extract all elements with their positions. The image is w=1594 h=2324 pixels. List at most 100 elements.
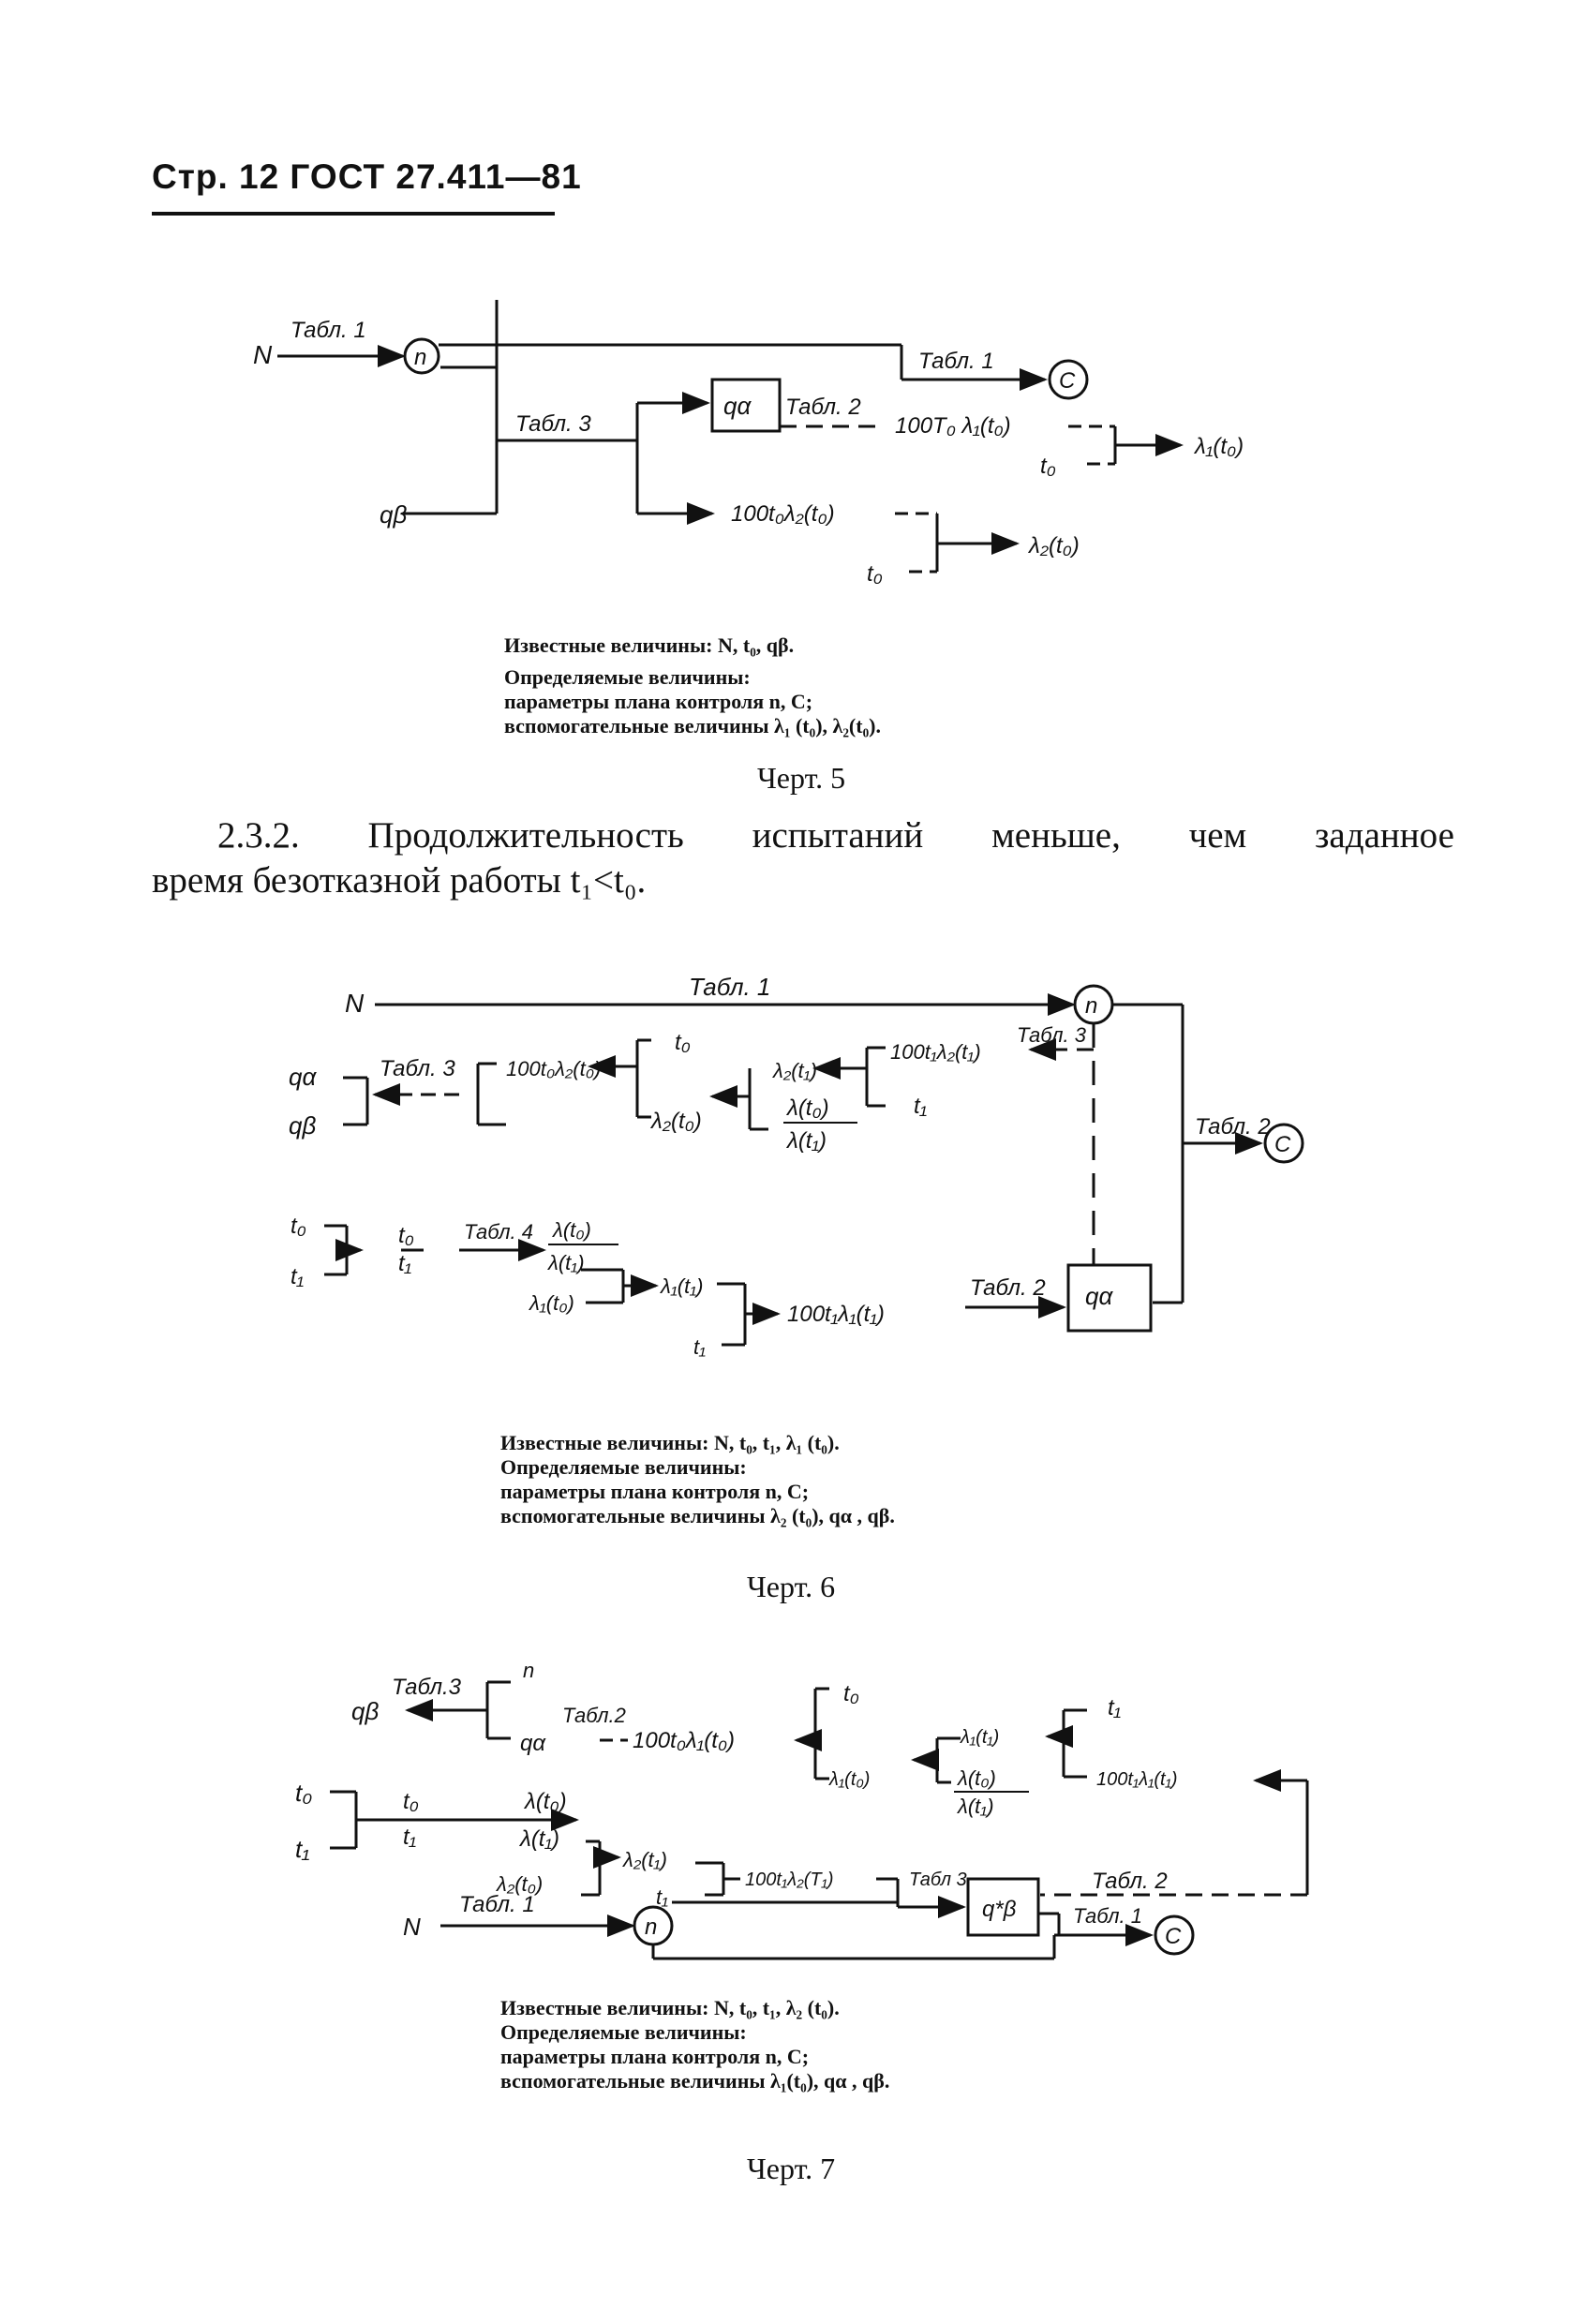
fig6-t0-b: t₀ (290, 1214, 306, 1239)
fig6-n: n (1085, 993, 1097, 1019)
fig6-r-den: λ(t₁) (547, 1251, 585, 1274)
fig5-tabl1-in: Табл. 1 (290, 318, 366, 343)
fig7-N: N (403, 1913, 421, 1941)
fig6-N: N (345, 989, 365, 1018)
fig7-t1-left: t₁ (295, 1835, 309, 1863)
fig7-params: параметры плана контроля n, C; (500, 2045, 810, 2068)
fig6-r-num: λ(t₀) (552, 1218, 591, 1242)
fig6-caption: Черт. 6 (747, 1570, 836, 1603)
fig7-determined: Определяемые величины: (500, 2020, 747, 2044)
fig7-tabl1-a: Табл. 1 (459, 1892, 535, 1917)
fig6-q-beta: qβ (289, 1111, 316, 1140)
para-word-4: меньше, (991, 815, 1121, 856)
fig5-t0-b: t₀ (867, 561, 883, 587)
fig7-tabl2-a: Табл.2 (562, 1704, 626, 1727)
fig7-t1-frac: t₁ (403, 1825, 416, 1850)
fig7-C: C (1165, 1924, 1182, 1949)
fig5-t0-a: t₀ (1040, 454, 1056, 479)
fig6-tabl1: Табл. 1 (689, 973, 770, 1001)
fig6-lambda2-t0: λ₂(t₀) (649, 1109, 702, 1134)
fig5-params: параметры плана контроля n, C; (504, 690, 813, 713)
fig5-res-lambda1: λ₁(t₀) (1193, 434, 1244, 459)
fig7-t0-top: t₀ (843, 1681, 859, 1706)
fig6-C: C (1274, 1132, 1291, 1157)
fig5-aux: вспомогательные величины λ₁ (t₀), λ₂(t₀)… (504, 714, 882, 737)
fig6-ratio-num: λ(t₀) (785, 1095, 829, 1121)
fig7-lambda1-t0: λ₁(t₀) (828, 1769, 870, 1790)
figure-6-diagram: N Табл. 1 n Табл. 3 100t₁λ₂(t₁) t₁ λ₂(t₁… (289, 973, 1304, 1359)
fig7-r-den: λ(t₁) (957, 1795, 994, 1818)
figure-5-diagram: N Табл. 1 n Табл. 1 C Табл. 3 qβ qα Табл… (253, 300, 1244, 587)
fig5-q-alpha: qα (723, 392, 752, 420)
fig7-ratio-den: λ(t₁) (518, 1826, 559, 1852)
fig7-q-beta: qβ (351, 1697, 379, 1725)
fig7-t1-top: t₁ (1108, 1695, 1121, 1721)
fig7-expr-100t1-l2: 100t₁λ₂(T₁) (745, 1870, 834, 1890)
fig7-n-top: n (523, 1659, 534, 1682)
fig6-tabl2-right: Табл. 2 (1195, 1114, 1271, 1140)
fig7-r-num: λ(t₀) (957, 1766, 996, 1790)
fig7-tabl3-b: Табл 3 (909, 1870, 967, 1890)
fig5-expr-lambda2: 100t₀λ₂(t₀) (731, 501, 835, 527)
fig5-notes: Известные величины: N, t₀, qβ. Определяе… (504, 633, 881, 738)
fig6-t1-b: t₁ (290, 1264, 304, 1289)
fig6-q-alpha-box: qα (1085, 1282, 1113, 1310)
fig5-C: C (1059, 368, 1076, 394)
fig5-res-lambda2: λ₂(t₀) (1027, 533, 1080, 559)
fig7-q-star: q*β (982, 1897, 1017, 1922)
fig6-t0-a: t₀ (675, 1030, 691, 1055)
fig6-q-alpha: qα (289, 1063, 317, 1091)
fig5-known: Известные величины: N, t₀, qβ. (504, 633, 795, 657)
fig7-tabl3: Табл.3 (392, 1675, 462, 1700)
fig6-frac-den: t₁ (398, 1251, 411, 1276)
fig7-caption: Черт. 7 (747, 2152, 836, 2185)
fig7-lambda2-t1: λ₂(t₁) (622, 1848, 667, 1871)
fig6-frac-num: t₀ (398, 1223, 414, 1248)
fig5-n: n (414, 345, 426, 370)
fig5-caption: Черт. 5 (757, 761, 846, 795)
fig6-tabl3-top: Табл. 3 (1017, 1023, 1087, 1047)
fig5-expr-lambda1: 100T₀ λ₁(t₀) (895, 413, 1011, 439)
fig6-t1-a: t₁ (914, 1094, 927, 1119)
fig6-determined: Определяемые величины: (500, 1455, 747, 1479)
fig7-t0-frac: t₀ (403, 1789, 419, 1814)
para-word-3: испытаний (752, 815, 924, 856)
fig5-tabl2: Табл. 2 (785, 395, 861, 420)
fig5-tabl1-out: Табл. 1 (918, 349, 994, 374)
fig7-notes: Известные величины: N, t₀, t₁, λ₂ (t₀). … (500, 1996, 889, 2093)
fig7-expr-100t1-l1: 100t₁λ₁(t₁) (1096, 1769, 1178, 1790)
fig7-known: Известные величины: N, t₀, t₁, λ₂ (t₀). (500, 1996, 840, 2019)
header-rule (152, 212, 555, 216)
fig6-t1-c: t₁ (693, 1335, 706, 1359)
fig7-expr-100t0: 100t₀λ₁(t₀) (633, 1728, 735, 1753)
fig7-t0-left: t₀ (295, 1779, 312, 1807)
fig6-expr-100t1-l1: 100t₁λ₁(t₁) (787, 1302, 885, 1327)
fig7-lambda1-t1: λ₁(t₁) (960, 1727, 999, 1748)
fig6-expr-100t0: 100t₀λ₂(t₀) (506, 1057, 601, 1080)
fig6-aux: вспомогательные величины λ₂ (t₀), qα , q… (500, 1504, 895, 1527)
fig6-tabl3-left: Табл. 3 (380, 1056, 455, 1081)
page-header: Стр. 12 ГОСТ 27.411—81 (152, 157, 582, 196)
fig6-params: параметры плана контроля n, C; (500, 1480, 810, 1503)
figure-7-diagram: Табл.3 n qβ Табл.2 qα 100t₀λ₁(t₀) t₀ λ₁(… (295, 1659, 1309, 1960)
fig6-ratio-den: λ(t₁) (785, 1128, 827, 1154)
fig5-q-beta: qβ (380, 500, 407, 529)
fig6-known: Известные величины: N, t₀, t₁, λ₁ (t₀). (500, 1431, 840, 1454)
fig6-notes: Известные величины: N, t₀, t₁, λ₁ (t₀). … (500, 1431, 895, 1528)
fig7-tabl1-b: Табл. 1 (1073, 1904, 1142, 1928)
fig6-lambda2-t1: λ₂(t₁) (772, 1059, 817, 1082)
fig7-n-circle: n (645, 1914, 657, 1940)
para-word-6: заданное (1315, 815, 1454, 856)
fig6-tabl4: Табл. 4 (464, 1220, 533, 1244)
fig5-determined: Определяемые величины: (504, 665, 751, 689)
fig7-aux: вспомогательные величины λ₁(t₀), qα , qβ… (500, 2069, 890, 2093)
fig5-N: N (253, 340, 273, 369)
fig6-expr-100t1: 100t₁λ₂(t₁) (890, 1040, 981, 1064)
fig6-tabl2-bottom: Табл. 2 (970, 1275, 1046, 1301)
para-line-2: время безотказной работы t₁<t₀. (152, 860, 647, 901)
fig7-lambda2-t0: λ₂(t₀) (496, 1872, 543, 1896)
fig7-ratio-num: λ(t₀) (523, 1789, 567, 1814)
para-word-5: чем (1188, 815, 1247, 856)
para-word-2: Продолжительность (367, 815, 684, 856)
fig7-t1-mid: t₁ (656, 1885, 668, 1909)
